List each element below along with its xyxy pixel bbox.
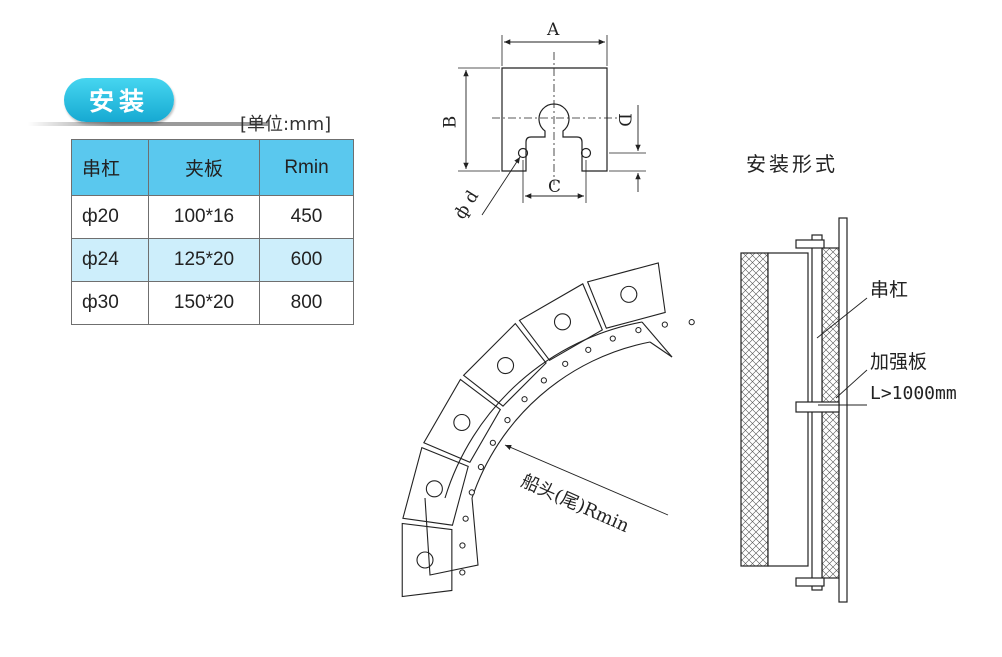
keyhole: [416, 551, 434, 569]
table-row: ф24 125*20 600: [71, 238, 354, 282]
bolt-hole: [609, 335, 616, 342]
unit-label: [单位:mm]: [240, 114, 332, 135]
plate-label: 加强板: [870, 351, 928, 373]
bolt-hole: [477, 463, 485, 471]
dim-c-label: C: [548, 177, 562, 197]
table-cell: 600: [259, 238, 354, 282]
keyhole: [620, 285, 638, 303]
bolt-hole: [459, 569, 466, 576]
table-cell: 150*20: [148, 281, 260, 325]
bolt-hole: [661, 321, 668, 328]
table-header-row: 串杠 夹板 Rmin: [71, 139, 354, 196]
bolt-hole: [585, 346, 592, 353]
spec-table: 串杠 夹板 Rmin ф20 100*16 450 ф24 125*20 600…: [71, 139, 354, 325]
keyhole: [496, 356, 515, 375]
length-label: L>1000mm: [870, 383, 957, 404]
table-cell: 100*16: [148, 195, 260, 239]
install-title: 安装形式: [746, 152, 838, 176]
keyhole: [425, 480, 443, 498]
section-title: 安装: [64, 78, 174, 122]
rod-label: 串杠: [870, 279, 909, 301]
bolt-hole: [504, 417, 511, 424]
bolt-hole: [489, 439, 496, 446]
bolt-hole: [459, 542, 466, 549]
table-cell: ф30: [71, 281, 149, 325]
header-underline: [28, 122, 268, 126]
table-cell: 800: [259, 281, 354, 325]
column-header: 夹板: [148, 139, 260, 196]
keyhole: [553, 313, 572, 331]
dim-a-label: A: [547, 20, 560, 40]
bolt-hole: [462, 515, 469, 522]
table-row: ф30 150*20 800: [71, 281, 354, 325]
bolt-hole: [635, 327, 642, 334]
bolt-hole: [468, 489, 475, 496]
bolt-hole: [688, 319, 695, 326]
keyhole: [453, 413, 471, 432]
table-cell: 450: [259, 195, 354, 239]
column-header: 串杠: [71, 139, 149, 196]
bolt-hole: [562, 360, 569, 367]
column-header: Rmin: [259, 139, 354, 196]
bolt-hole: [521, 396, 528, 403]
table-cell: ф24: [71, 238, 149, 282]
bolt-hole: [540, 377, 547, 384]
